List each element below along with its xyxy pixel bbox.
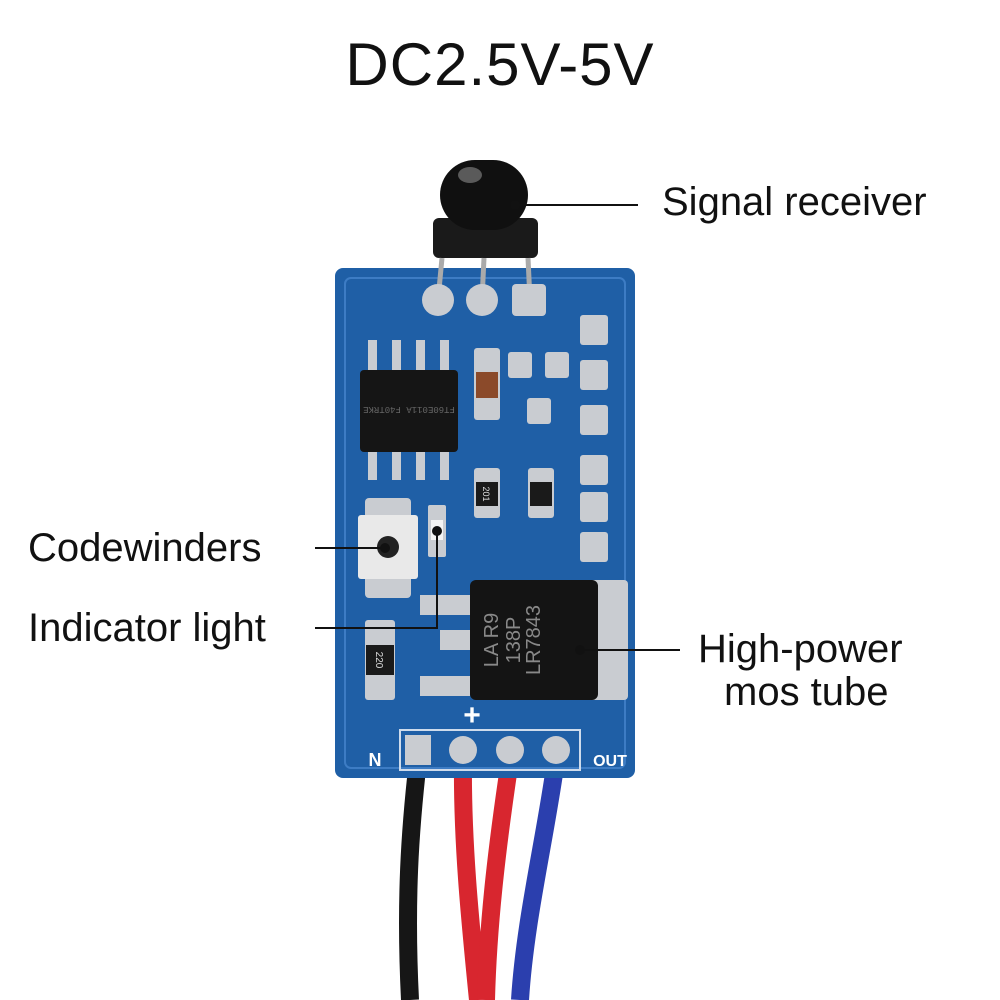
wire-red-2 (477, 758, 519, 1000)
svg-text:201: 201 (481, 486, 491, 501)
capacitor (476, 372, 498, 398)
receiver-pointer-line (515, 204, 638, 206)
mos-tube-label-line1: High-power (698, 627, 903, 671)
mosfet: LR7843 138P LA R9 (420, 580, 628, 700)
receiver-pads (422, 284, 546, 316)
wire-blue (511, 758, 565, 1000)
resistor-220: 220 (365, 620, 395, 700)
out-mark: OUT (593, 753, 627, 770)
indicator-light-label: Indicator light (28, 606, 266, 650)
svg-text:LR7843: LR7843 (523, 605, 545, 675)
title: DC2.5V-5V (345, 31, 655, 98)
codewinders-label: Codewinders (28, 526, 262, 570)
button-pointer-dot (380, 543, 390, 553)
diode (530, 482, 552, 506)
resistor-201 (476, 482, 498, 506)
wires (399, 758, 565, 1000)
svg-text:LA R9: LA R9 (481, 613, 503, 667)
button-pointer-line (315, 547, 385, 549)
chip-text: FT60E011A F40TRKE (363, 404, 455, 414)
ic-chip: FT60E011A F40TRKE (360, 340, 458, 480)
terminal-pads (399, 729, 581, 771)
mos-tube-label-line2: mos tube (724, 670, 889, 714)
plus-mark: + (463, 699, 481, 732)
led-pointer-line (315, 531, 438, 629)
wire-red-1 (453, 759, 487, 1000)
mos-pointer-line (580, 649, 680, 651)
svg-text:220: 220 (373, 652, 384, 669)
n-mark: N (369, 750, 382, 770)
signal-receiver-label: Signal receiver (662, 180, 927, 224)
wire-black (399, 758, 427, 1000)
svg-text:138P: 138P (503, 617, 525, 664)
